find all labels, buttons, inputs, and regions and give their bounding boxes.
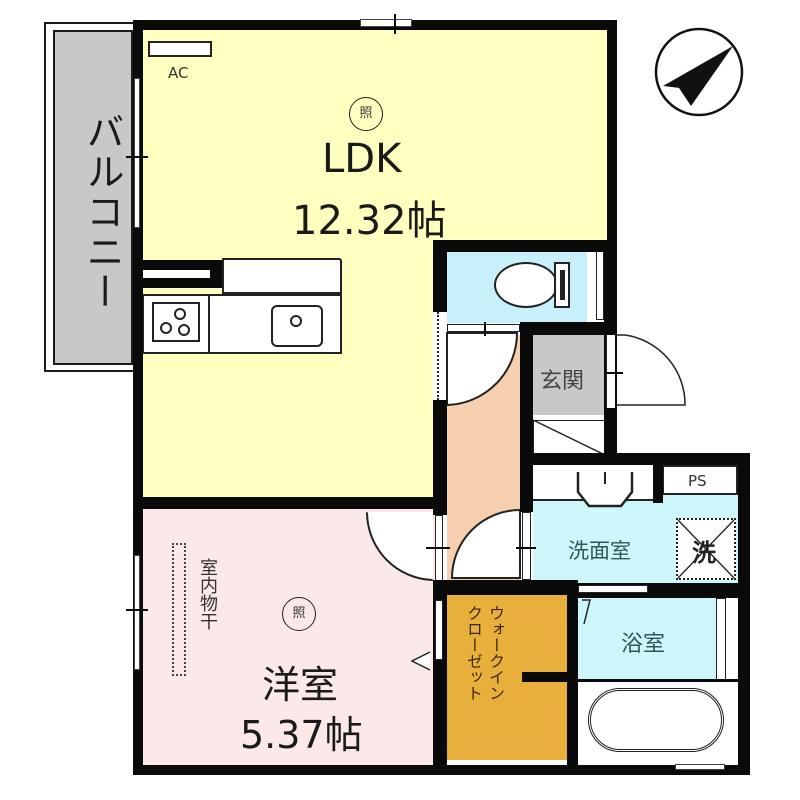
wall <box>567 583 578 775</box>
ldk-door-slider <box>437 312 443 400</box>
kitchen-fridge-slot <box>142 270 210 278</box>
western-window <box>134 555 140 670</box>
entrance: 玄関 <box>533 335 605 415</box>
door-handle <box>605 372 623 374</box>
washing-machine-label: 洗 <box>692 539 716 567</box>
bathroom: 浴室 <box>578 598 716 681</box>
wall <box>433 400 447 500</box>
wall <box>607 20 617 242</box>
pipe-space: PS <box>662 465 738 495</box>
closet-rod <box>522 672 567 682</box>
wall <box>133 497 443 509</box>
wall <box>653 465 663 503</box>
toilet-door-swing-icon <box>446 332 519 407</box>
closet-door-frame <box>435 600 443 660</box>
bathroom-label: 浴室 <box>621 632 666 657</box>
ceiling-light-icon: 照 <box>282 597 316 631</box>
closet-label-line2: クローゼット <box>464 605 483 701</box>
balcony: バルコニー <box>53 30 133 365</box>
closet-label-line1: ウォークイン <box>486 605 505 701</box>
door-handle <box>484 322 486 336</box>
ldk-name: LDK <box>322 136 402 182</box>
western-room-name: 洋室 <box>262 663 339 707</box>
bathroom-window <box>716 598 726 680</box>
window-handle <box>126 156 148 158</box>
wall <box>133 20 143 775</box>
door-swing-icon <box>366 511 434 581</box>
wall <box>433 580 578 595</box>
air-conditioner <box>148 41 212 57</box>
pipe-space-label: PS <box>688 472 707 490</box>
bath-door-frame <box>578 585 648 593</box>
ldk-size: 12.32帖 <box>292 198 447 244</box>
ac-label: AC <box>168 64 189 82</box>
entrance-door-gap <box>606 335 615 408</box>
entrance-label: 玄関 <box>540 369 585 394</box>
bath-door-icon <box>582 599 591 625</box>
toilet-icon <box>494 262 572 308</box>
wall <box>520 322 533 512</box>
balcony-label: バルコニー <box>80 112 124 312</box>
door-handle <box>516 547 536 549</box>
western-door-frame <box>435 515 443 585</box>
window-handle <box>394 14 396 34</box>
wall <box>520 322 617 335</box>
wall <box>520 453 750 465</box>
indoor-drying-label: 室内物干 <box>197 558 218 630</box>
washing-machine-space: 洗 <box>676 518 736 580</box>
wall <box>433 240 617 252</box>
entrance-door-swing-icon <box>615 334 686 406</box>
balcony-window <box>134 78 140 228</box>
wash-basin-icon <box>576 472 634 508</box>
stove-icon <box>152 302 200 342</box>
wall <box>738 453 750 775</box>
north-arrow-icon <box>654 27 744 117</box>
window-handle <box>126 609 148 611</box>
indoor-drying-rack <box>172 543 186 676</box>
door-handle <box>426 547 450 549</box>
bathtub-icon <box>588 688 724 752</box>
wall <box>433 497 447 515</box>
toilet-door-frame <box>447 324 520 332</box>
kitchen-upper-counter <box>222 258 342 294</box>
western-room-size: 5.37帖 <box>240 713 363 757</box>
washroom-door-frame <box>522 512 531 580</box>
sink-icon <box>271 305 323 347</box>
toilet-window <box>596 250 604 320</box>
window <box>360 19 412 27</box>
kitchen-counter <box>142 294 342 354</box>
wall <box>433 240 447 312</box>
washroom-door-swing-icon <box>450 508 521 579</box>
shoe-cabinet-diagonal <box>532 419 606 456</box>
bath-vent <box>675 764 725 770</box>
bath-divider <box>578 679 738 682</box>
washroom-label: 洗面室 <box>568 539 631 563</box>
ceiling-light-icon: 照 <box>349 97 383 131</box>
closet-door-icon <box>410 651 431 671</box>
kitchen-divider <box>208 296 210 352</box>
